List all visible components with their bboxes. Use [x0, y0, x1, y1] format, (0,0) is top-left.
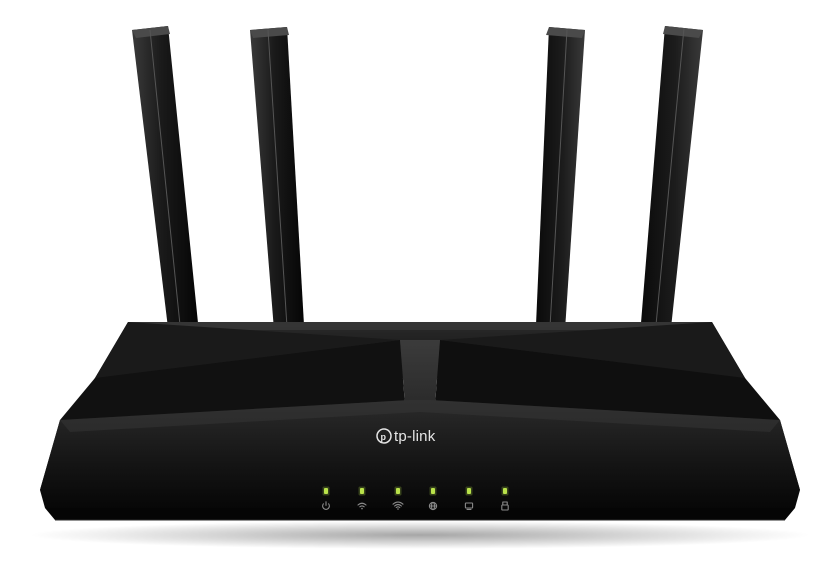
- router-top-highlight: [128, 322, 712, 330]
- antenna-1: [132, 26, 198, 328]
- router-front-panel: [40, 400, 800, 508]
- lan-icon: [464, 502, 474, 510]
- brand-name: tp-link: [394, 428, 436, 445]
- wifi-5g-icon: [392, 501, 404, 510]
- led-light: [360, 488, 364, 494]
- usb-icon: [501, 501, 509, 511]
- led-light: [503, 488, 507, 494]
- router-top-wing-right: [440, 322, 745, 378]
- wifi-2g-icon: [357, 502, 367, 510]
- antenna-3: [536, 27, 585, 330]
- brand-logo-icon-mark: p: [381, 432, 387, 442]
- led-light: [396, 488, 400, 494]
- led-indicator-row: [322, 486, 509, 511]
- led-light: [324, 488, 328, 494]
- led-light: [431, 488, 435, 494]
- router-bottom-lip: [45, 508, 795, 520]
- led-light: [467, 488, 471, 494]
- router-front-panel-sheen: [60, 400, 780, 432]
- ground-shadow: [30, 521, 810, 549]
- router-top-wing-left: [95, 322, 400, 378]
- brand-logo: p tp-link: [376, 428, 436, 445]
- antenna-2: [250, 27, 304, 330]
- antenna-4: [641, 26, 703, 328]
- internet-icon: [428, 501, 438, 511]
- power-icon: [322, 501, 330, 510]
- brand-logo-icon: [376, 428, 392, 444]
